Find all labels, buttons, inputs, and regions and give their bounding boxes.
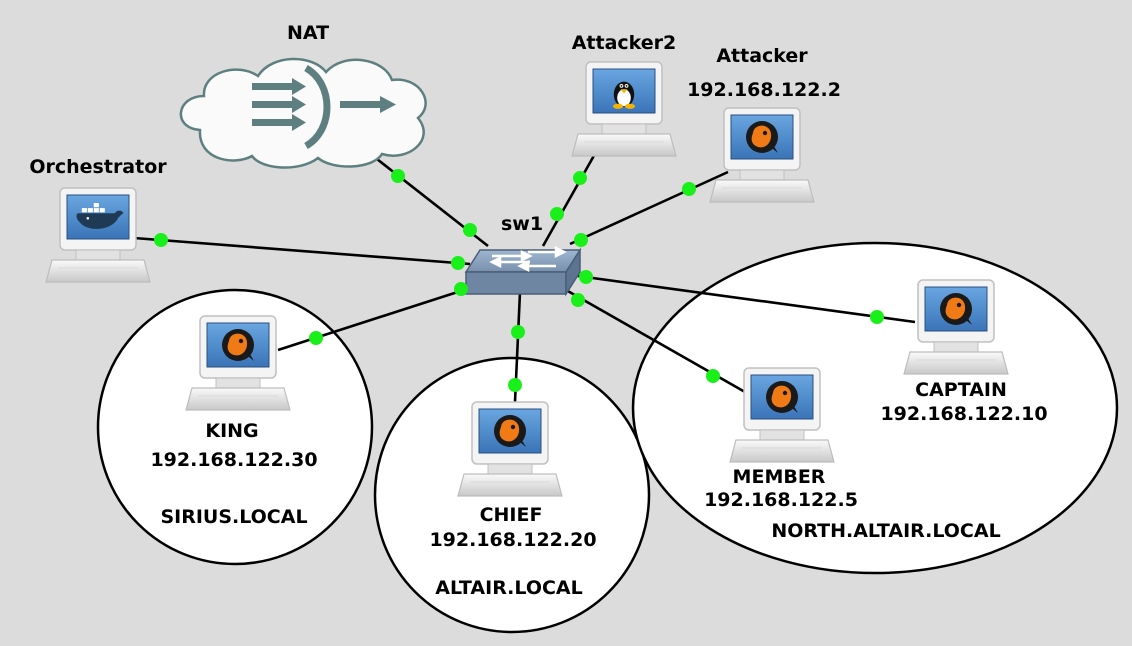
member-ip: 192.168.122.5 bbox=[704, 489, 858, 511]
qemu-icon bbox=[766, 381, 798, 413]
nat-node[interactable] bbox=[179, 57, 427, 169]
endpoint-dot bbox=[508, 378, 522, 392]
endpoint-dot bbox=[579, 270, 593, 284]
endpoint-dot bbox=[309, 331, 323, 345]
king-label: KING bbox=[205, 420, 259, 442]
endpoint-dot bbox=[573, 171, 587, 185]
chief-ip: 192.168.122.20 bbox=[429, 529, 597, 551]
endpoint-dot bbox=[550, 207, 564, 221]
endpoint-dot bbox=[682, 182, 696, 196]
endpoint-dot bbox=[511, 325, 525, 339]
link-captain-sw1[interactable] bbox=[577, 274, 916, 324]
chief-label: CHIEF bbox=[479, 504, 543, 526]
link-attacker-sw1[interactable] bbox=[569, 170, 729, 246]
link-orchestrator-sw1[interactable] bbox=[133, 236, 471, 266]
attacker2-label: Attacker2 bbox=[571, 32, 677, 54]
sirius-domain-label: SIRIUS.LOCAL bbox=[160, 506, 308, 528]
endpoint-dot bbox=[574, 233, 588, 247]
attacker-node[interactable] bbox=[709, 107, 815, 203]
domain-north-altair-ellipse bbox=[631, 241, 1119, 575]
attacker-ip: 192.168.122.2 bbox=[687, 79, 841, 101]
link-endpoints bbox=[154, 169, 884, 392]
qemu-icon bbox=[222, 329, 254, 361]
captain-label: CAPTAIN bbox=[915, 379, 1007, 401]
orchestrator-label: Orchestrator bbox=[29, 156, 167, 178]
north-altair-domain-label: NORTH.ALTAIR.LOCAL bbox=[771, 520, 1001, 542]
endpoint-dot bbox=[451, 256, 465, 270]
endpoint-dot bbox=[391, 169, 405, 183]
sw1-switch-node[interactable] bbox=[464, 245, 582, 297]
endpoint-dot bbox=[571, 293, 585, 307]
orchestrator-node[interactable] bbox=[45, 187, 151, 283]
endpoint-dot bbox=[870, 310, 884, 324]
member-label: MEMBER bbox=[732, 466, 826, 488]
endpoint-dot bbox=[706, 369, 720, 383]
qemu-icon bbox=[940, 293, 972, 325]
king-ip: 192.168.122.30 bbox=[150, 449, 318, 471]
chief-node[interactable] bbox=[457, 401, 563, 497]
link-attacker2-sw1[interactable] bbox=[541, 151, 598, 247]
attacker-label: Attacker bbox=[716, 45, 808, 67]
king-node[interactable] bbox=[185, 315, 291, 411]
qemu-icon bbox=[494, 415, 526, 447]
nat-label: NAT bbox=[286, 22, 330, 44]
endpoint-dot bbox=[463, 223, 477, 237]
captain-ip: 192.168.122.10 bbox=[880, 403, 1048, 425]
nat-cloud-icon bbox=[179, 57, 427, 169]
qemu-icon bbox=[746, 121, 778, 153]
captain-node[interactable] bbox=[903, 279, 1009, 375]
domain-sirius-ellipse bbox=[96, 288, 374, 566]
member-node[interactable] bbox=[729, 367, 835, 463]
endpoint-dot bbox=[454, 282, 468, 296]
altair-domain-label: ALTAIR.LOCAL bbox=[435, 577, 583, 599]
endpoint-dot bbox=[154, 233, 168, 247]
attacker2-node[interactable] bbox=[571, 61, 677, 157]
sw1-label: sw1 bbox=[500, 213, 544, 235]
ethernet-switch-icon bbox=[464, 245, 582, 297]
